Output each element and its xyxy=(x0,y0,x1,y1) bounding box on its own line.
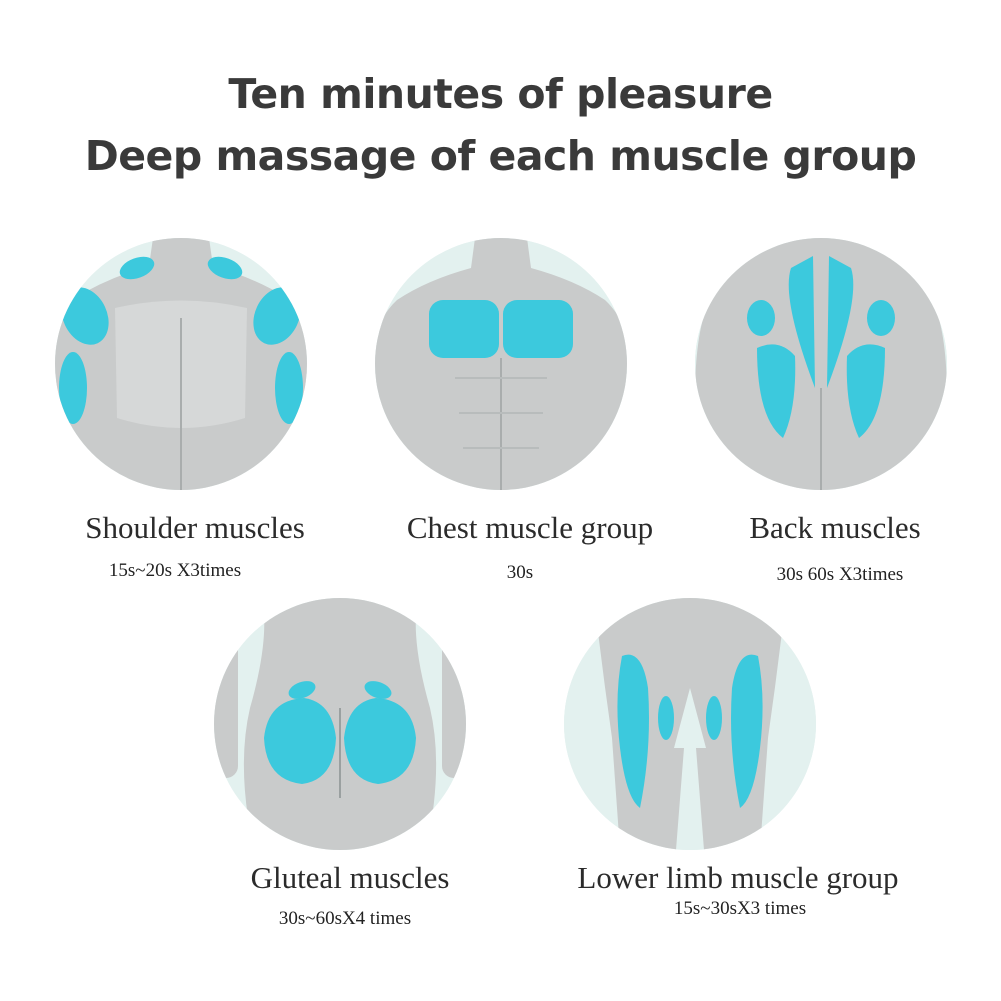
group-name-shoulder: Shoulder muscles xyxy=(85,510,305,545)
group-duration-back: 30s 60s X3times xyxy=(776,564,904,585)
shoulder-illustration xyxy=(55,238,307,490)
group-name-gluteal: Gluteal muscles xyxy=(250,860,450,895)
group-name-lower-limb: Lower limb muscle group xyxy=(577,860,899,895)
group-name-chest: Chest muscle group xyxy=(406,510,654,545)
gluteal-illustration xyxy=(214,598,466,850)
group-duration-chest: 30s xyxy=(506,562,534,583)
group-duration-lower-limb: 15s~30sX3 times xyxy=(673,898,807,919)
group-name-back: Back muscles xyxy=(749,510,921,545)
headline-line-2: Deep massage of each muscle group xyxy=(84,132,917,180)
chest-illustration xyxy=(375,238,627,490)
headline-line-1: Ten minutes of pleasure xyxy=(228,70,773,118)
lower-limb-illustration xyxy=(564,598,816,850)
group-duration-gluteal: 30s~60sX4 times xyxy=(278,908,412,929)
group-duration-shoulder: 15s~20s X3times xyxy=(108,560,242,581)
back-illustration xyxy=(695,238,947,490)
